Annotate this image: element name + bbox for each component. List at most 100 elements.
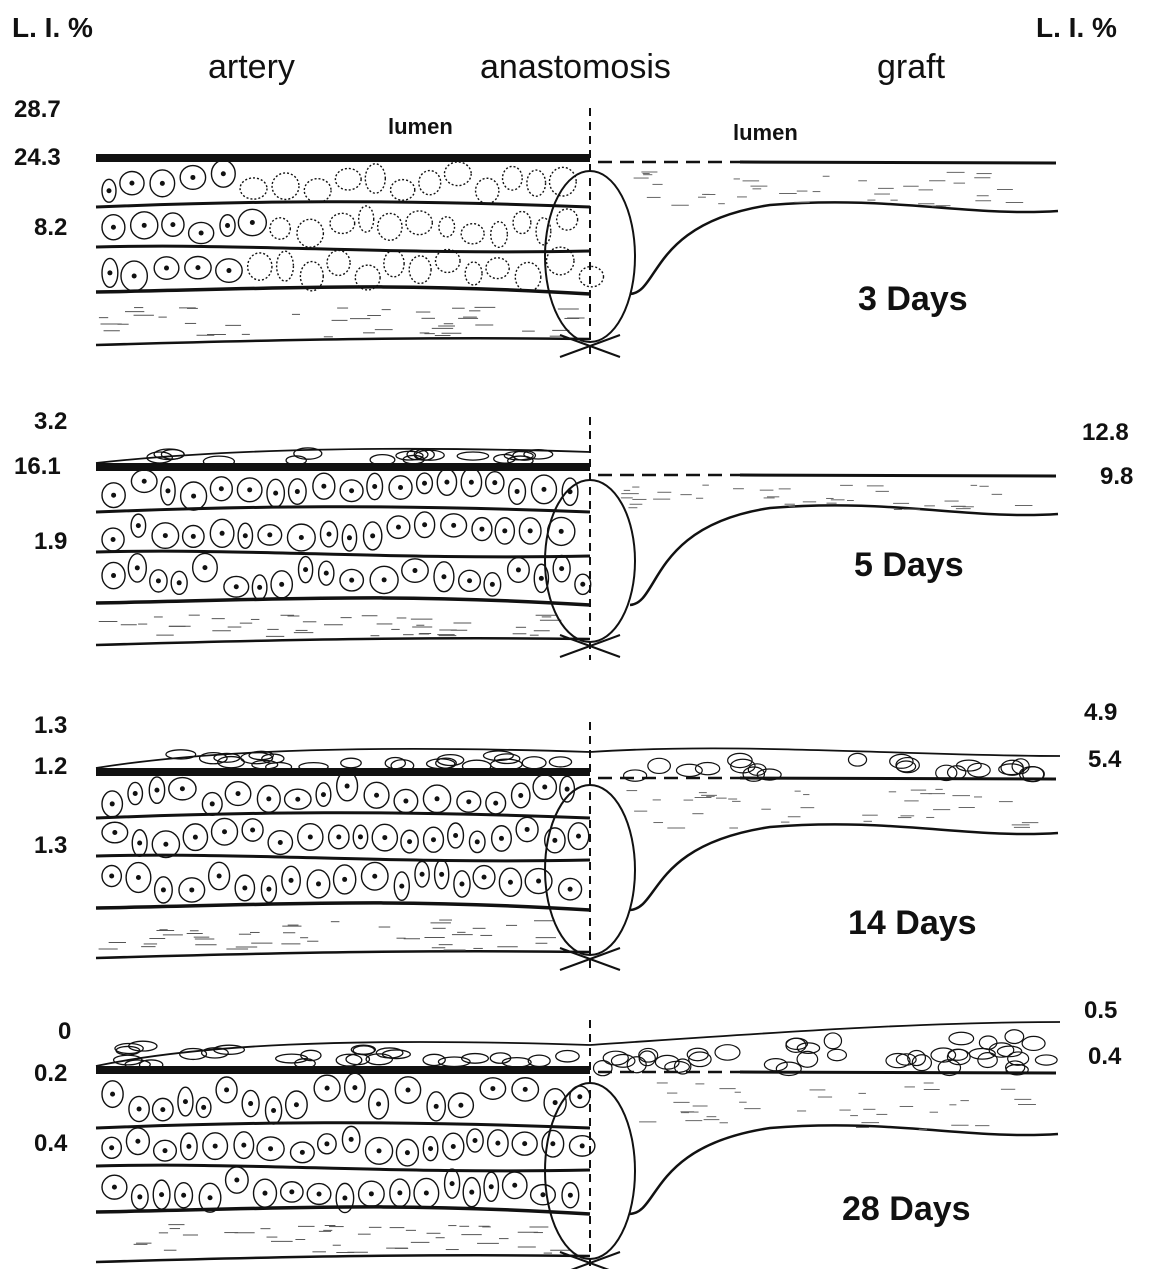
cell-nucleus: [369, 1191, 374, 1196]
muscle-cell: [272, 173, 299, 199]
cell-nucleus: [201, 1105, 206, 1110]
endothelial-cell: [528, 1055, 550, 1066]
cell-nucleus: [110, 801, 115, 806]
cell-nucleus: [250, 220, 255, 225]
muscle-cell: [557, 209, 578, 230]
endothelial-cell: [423, 1054, 445, 1065]
graft-luminal-line: [740, 162, 1056, 163]
cell-nucleus: [321, 792, 326, 797]
cell-nucleus: [451, 1144, 456, 1149]
cell-nucleus: [308, 834, 313, 839]
graft-luminal-line: [740, 778, 1056, 779]
cell-nucleus: [352, 1085, 357, 1090]
cell-nucleus: [221, 171, 226, 176]
cell-nucleus: [111, 493, 116, 498]
cell-nucleus: [459, 881, 464, 886]
graft-neointima-cell: [593, 1061, 612, 1076]
graft-neointima-cell: [731, 759, 755, 773]
cell-nucleus: [490, 1086, 495, 1091]
muscle-cell: [419, 171, 441, 195]
cell-nucleus: [325, 1086, 330, 1091]
cell-nucleus: [109, 874, 114, 879]
cell-nucleus: [342, 1195, 347, 1200]
cell-nucleus: [466, 799, 471, 804]
muscle-cell: [297, 219, 323, 247]
cell-nucleus: [580, 582, 585, 587]
cell-nucleus: [220, 531, 225, 536]
cell-nucleus: [266, 887, 271, 892]
graft-neointima-cell: [676, 764, 702, 776]
cell-nucleus: [424, 1191, 429, 1196]
cell-nucleus: [243, 533, 248, 538]
cell-nucleus: [451, 523, 456, 528]
cell-nucleus: [512, 1183, 517, 1188]
media-layer-line: [96, 507, 590, 512]
graft-neointima-contour: [590, 748, 1060, 756]
cell-nucleus: [324, 571, 329, 576]
cell-nucleus: [164, 266, 169, 271]
cell-nucleus: [469, 480, 474, 485]
cell-nucleus: [137, 1106, 142, 1111]
graft-neointima-cell: [786, 1038, 806, 1052]
cell-nucleus: [162, 1148, 167, 1153]
media-layer-line: [96, 551, 590, 557]
graft-neointima-cell: [715, 1045, 740, 1061]
cell-nucleus: [420, 872, 425, 877]
graft-neointima-cell: [695, 762, 719, 774]
cell-nucleus: [279, 582, 284, 587]
cell-nucleus: [247, 487, 252, 492]
cell-nucleus: [374, 793, 379, 798]
external-elastic-lamina: [96, 903, 590, 910]
cell-nucleus: [453, 833, 458, 838]
media-layer-line: [96, 813, 590, 818]
cell-nucleus: [382, 835, 387, 840]
cell-nucleus: [159, 1192, 164, 1197]
cell-nucleus: [295, 489, 300, 494]
muscle-cell: [335, 168, 361, 190]
cell-nucleus: [422, 522, 427, 527]
cell-nucleus: [502, 528, 507, 533]
muscle-cell: [330, 213, 355, 233]
cell-nucleus: [370, 533, 375, 538]
endothelial-cell: [341, 758, 361, 768]
cell-nucleus: [295, 797, 300, 802]
muscle-cell: [476, 178, 499, 203]
cell-nucleus: [493, 801, 498, 806]
cell-nucleus: [316, 881, 321, 886]
cell-nucleus: [439, 872, 444, 877]
cell-nucleus: [358, 834, 363, 839]
muscle-cell: [439, 217, 455, 237]
cell-nucleus: [552, 838, 557, 843]
adventitia-border: [96, 1255, 590, 1262]
cell-nucleus: [142, 479, 147, 484]
cell-nucleus: [324, 1141, 329, 1146]
muscle-cell: [327, 250, 350, 275]
cell-nucleus: [382, 577, 387, 582]
cell-nucleus: [299, 535, 304, 540]
adventitia-border: [96, 951, 590, 958]
cell-nucleus: [136, 523, 141, 528]
media-layer-line: [96, 202, 590, 207]
cell-nucleus: [539, 576, 544, 581]
graft-neointima-cell: [1008, 1052, 1029, 1065]
muscle-cell: [406, 211, 432, 235]
muscle-cell: [486, 258, 509, 279]
cell-nucleus: [142, 223, 147, 228]
cell-nucleus: [399, 884, 404, 889]
graft-outer-contour: [630, 1125, 1058, 1214]
cell-nucleus: [321, 484, 326, 489]
cell-nucleus: [193, 835, 198, 840]
cell-nucleus: [268, 1146, 273, 1151]
muscle-cell: [461, 224, 484, 244]
cell-nucleus: [397, 1190, 402, 1195]
muscle-cell: [391, 180, 415, 201]
cell-nucleus: [458, 1103, 463, 1108]
cell-nucleus: [349, 488, 354, 493]
cell-nucleus: [499, 836, 504, 841]
cell-nucleus: [208, 1195, 213, 1200]
cell-nucleus: [136, 875, 141, 880]
graft-neointima-cell: [848, 753, 866, 766]
cell-nucleus: [107, 188, 112, 193]
muscle-cell: [248, 253, 272, 280]
